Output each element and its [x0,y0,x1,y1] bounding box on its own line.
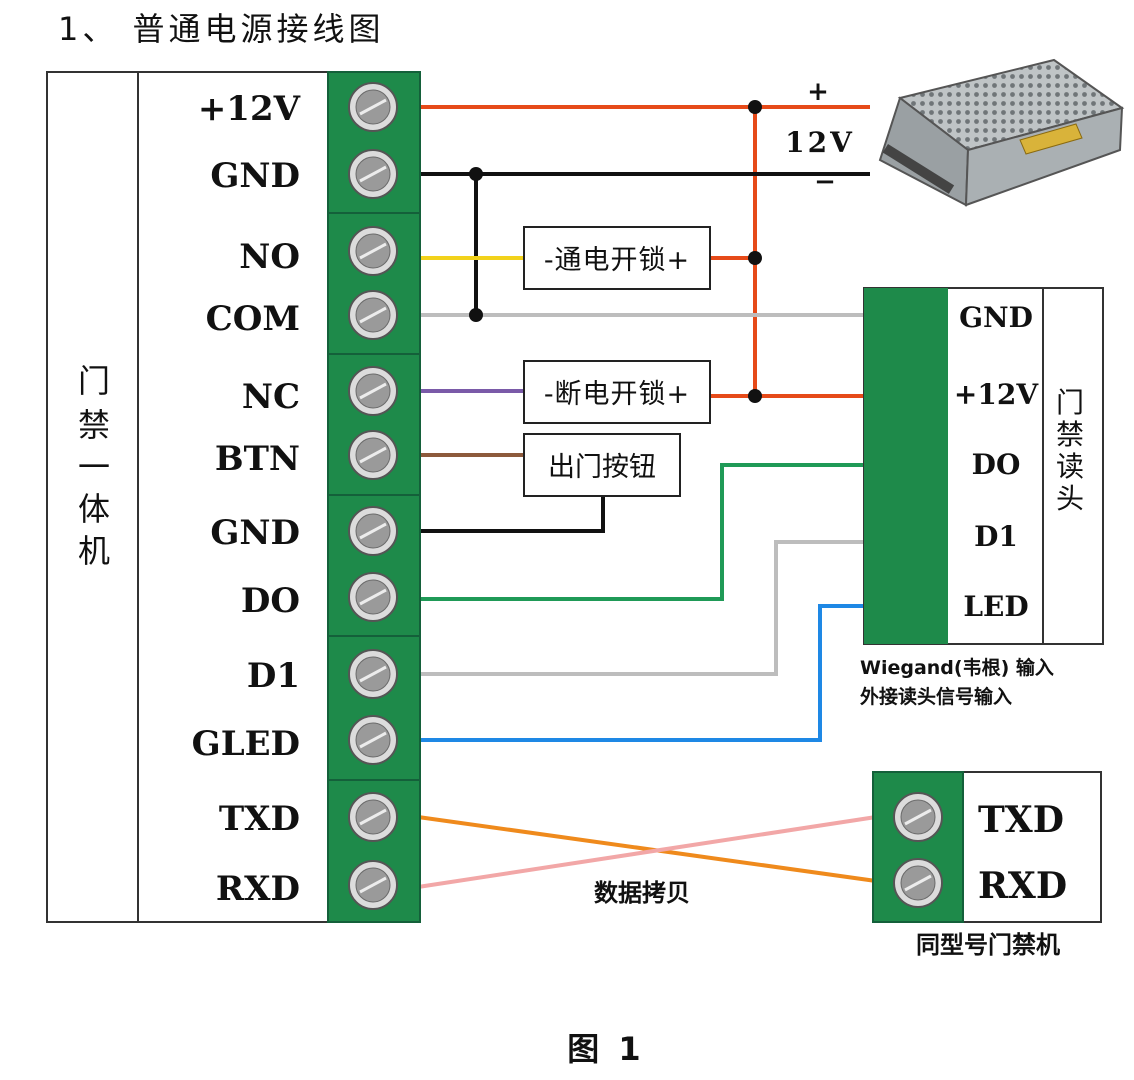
terminal-label: BTN [215,439,300,479]
controller-screws [348,82,398,910]
reader-name-char: 禁 [1056,418,1084,451]
reader-name-char: 门 [1056,386,1084,419]
peer-terminal-label: TXD [978,799,1064,841]
terminal-label: D1 [247,656,300,696]
power-minus-sign: − [814,167,836,197]
reader-name-char: 头 [1056,482,1084,515]
screw-icon [348,430,398,480]
terminal-label: NO [239,237,300,277]
power-off-unlock-label: -断电开锁+ [544,379,690,410]
controller: 门 禁 一 体 机 +12V GND NO COM NC BTN GND DO … [46,71,421,923]
peer-terminal-label: RXD [978,865,1067,907]
junction-dot [748,100,762,114]
screw-icon [348,506,398,556]
figure-caption: 图 1 [567,1030,644,1068]
reader-caption-line1: Wiegand(韦根) 输入 [860,656,1054,679]
card-reader: GND +12V DO D1 LED 门 禁 读 头 Wiegand(韦根) 输… [860,287,1104,708]
reader-terminal-labels: GND +12V DO D1 LED [954,301,1039,623]
screw-icon [348,860,398,910]
power-plus-sign: + [807,77,829,107]
terminal-label: TXD [219,799,300,839]
reader-green-strip [864,288,948,644]
power-off-unlock-box: -断电开锁+ [523,360,711,424]
terminal-label: COM [206,299,300,339]
exit-button-label: 出门按钮 [548,452,656,483]
terminal-label: GND [210,156,300,196]
reader-name-char: 读 [1056,450,1084,483]
controller-terminal-labels: +12V GND NO COM NC BTN GND DO D1 GLED TX… [192,89,301,909]
reader-name: 门 禁 读 头 [1056,386,1084,515]
terminal-label: GLED [192,724,300,764]
terminal-label: +12V [198,89,301,129]
junctions [469,100,762,403]
controller-name-char: 机 [78,532,110,570]
terminal-label: RXD [216,869,300,909]
wire-do-green [418,463,866,601]
power-voltage-label: 12V [785,126,855,159]
controller-name: 门 禁 一 体 机 [78,362,110,570]
controller-name-char: 禁 [78,406,110,444]
peer-controller: TXD RXD 同型号门禁机 [872,771,1102,959]
power-supply: + 12V − [785,58,1125,207]
terminal-label: GND [210,513,300,553]
terminal-label: DO [241,581,300,621]
diagram-title: 1、 普通电源接线图 [58,10,385,48]
reader-terminal-label: D1 [974,520,1018,553]
wire-d1-gray [418,540,866,676]
screw-icon [348,572,398,622]
screw-icon [348,290,398,340]
junction-dot [748,389,762,403]
power-on-unlock-label: -通电开锁+ [544,245,690,276]
power-supply-unit-icon [878,58,1125,207]
screw-icon [348,226,398,276]
screw-icon [348,82,398,132]
wire-rxd-pink [417,815,877,889]
reader-caption-line2: 外接读头信号输入 [860,685,1012,708]
screw-icon [348,715,398,765]
controller-name-char: 门 [78,362,110,400]
screw-icon [893,858,943,908]
power-on-unlock-box: -通电开锁+ [523,226,711,290]
controller-name-char: 一 [78,448,110,486]
wires [417,105,877,889]
peer-caption: 同型号门禁机 [916,931,1060,959]
terminal-label: NC [242,377,300,417]
screw-icon [893,792,943,842]
wire-gled-blue [418,604,866,742]
reader-terminal-label: DO [972,448,1021,481]
data-copy-label: 数据拷贝 [594,879,690,907]
reader-terminal-label: +12V [954,378,1039,411]
reader-terminal-label: LED [963,590,1028,623]
wire-gnd-to-button [418,496,605,533]
junction-dot [469,308,483,322]
junction-dot [469,167,483,181]
exit-button-box: 出门按钮 [523,433,681,497]
screw-icon [348,149,398,199]
reader-terminal-label: GND [959,301,1033,334]
screw-icon [348,649,398,699]
junction-dot [748,251,762,265]
screw-icon [348,366,398,416]
wire-txd-orange [417,815,877,883]
controller-name-char: 体 [78,490,110,528]
screw-icon [348,792,398,842]
